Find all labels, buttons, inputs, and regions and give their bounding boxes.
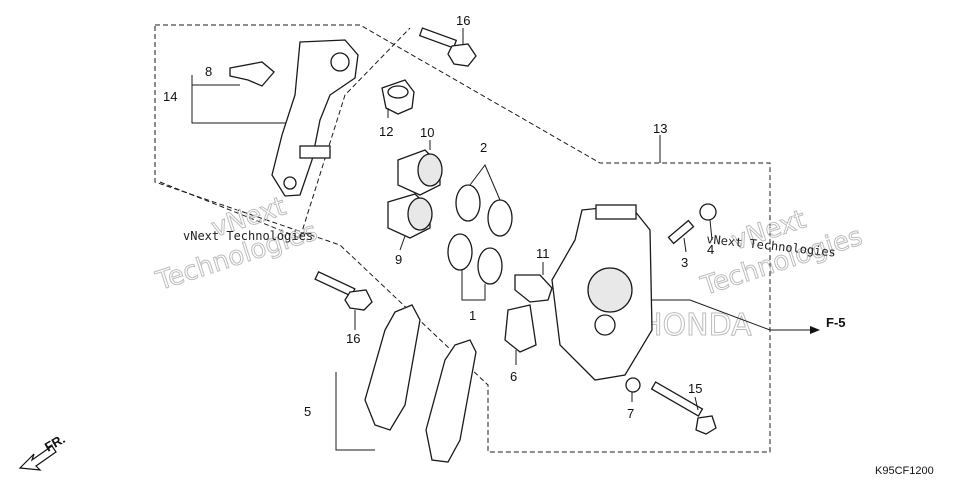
- callout-5: 5: [304, 404, 311, 419]
- assembly-outline-inner: [159, 27, 411, 239]
- leader-F5: [652, 299, 810, 331]
- callout-1: 1: [469, 308, 476, 323]
- assembly-outline-upper: [154, 24, 771, 453]
- pin-boot: [381, 79, 415, 115]
- brake-pad-2: [425, 339, 477, 463]
- piston-upper: [397, 149, 443, 196]
- dust-seal-1: [487, 199, 513, 237]
- piston-seal-2: [447, 233, 473, 271]
- callout-16-bottom: 16: [346, 331, 360, 346]
- callout-13: 13: [653, 121, 667, 136]
- leader-3: [683, 237, 687, 253]
- leader-4: [709, 219, 713, 241]
- callout-8: 8: [205, 64, 212, 79]
- leader-5: [335, 372, 375, 451]
- diagram-code: K95CF1200: [875, 465, 934, 477]
- caliper-bracket: [271, 39, 359, 197]
- watermark-brand: HONDA: [640, 308, 752, 343]
- watermark-small-left: vNext Technologies: [183, 229, 313, 243]
- leader-14: [191, 75, 286, 124]
- leader-15: [694, 396, 699, 411]
- pad-spring: [229, 61, 275, 87]
- dust-seal-2: [477, 247, 503, 285]
- callout-9: 9: [395, 252, 402, 267]
- pad-retainer: [504, 304, 537, 353]
- callout-7: 7: [627, 406, 634, 421]
- front-direction-arrow: FR.: [18, 431, 68, 471]
- caliper-pin: [514, 274, 553, 303]
- bleeder-cap: [699, 203, 717, 221]
- leader-2: [469, 164, 501, 201]
- bleeder-valve: [667, 219, 695, 245]
- callout-10: 10: [420, 125, 434, 140]
- callout-11: 11: [536, 246, 550, 261]
- callout-4: 4: [707, 242, 714, 257]
- callout-3: 3: [681, 255, 688, 270]
- caliper-body: [551, 204, 653, 381]
- washer: [625, 377, 641, 393]
- piston-seal-1: [455, 184, 481, 222]
- pad-pin-bolt: [650, 381, 717, 435]
- callout-16-top: 16: [456, 13, 470, 28]
- callout-12: 12: [379, 124, 393, 139]
- leader-9: [399, 235, 406, 251]
- callout-2: 2: [480, 140, 487, 155]
- bolt-lower: [314, 271, 373, 311]
- reference-label: F-5: [826, 315, 846, 330]
- leader-1: [461, 270, 486, 301]
- piston-lower: [387, 193, 433, 239]
- callout-15: 15: [688, 381, 702, 396]
- callout-14: 14: [163, 89, 177, 104]
- reference-arrowhead: [810, 326, 820, 334]
- callout-6: 6: [510, 369, 517, 384]
- bolt-top: [418, 27, 477, 67]
- brake-pad-1: [364, 304, 421, 431]
